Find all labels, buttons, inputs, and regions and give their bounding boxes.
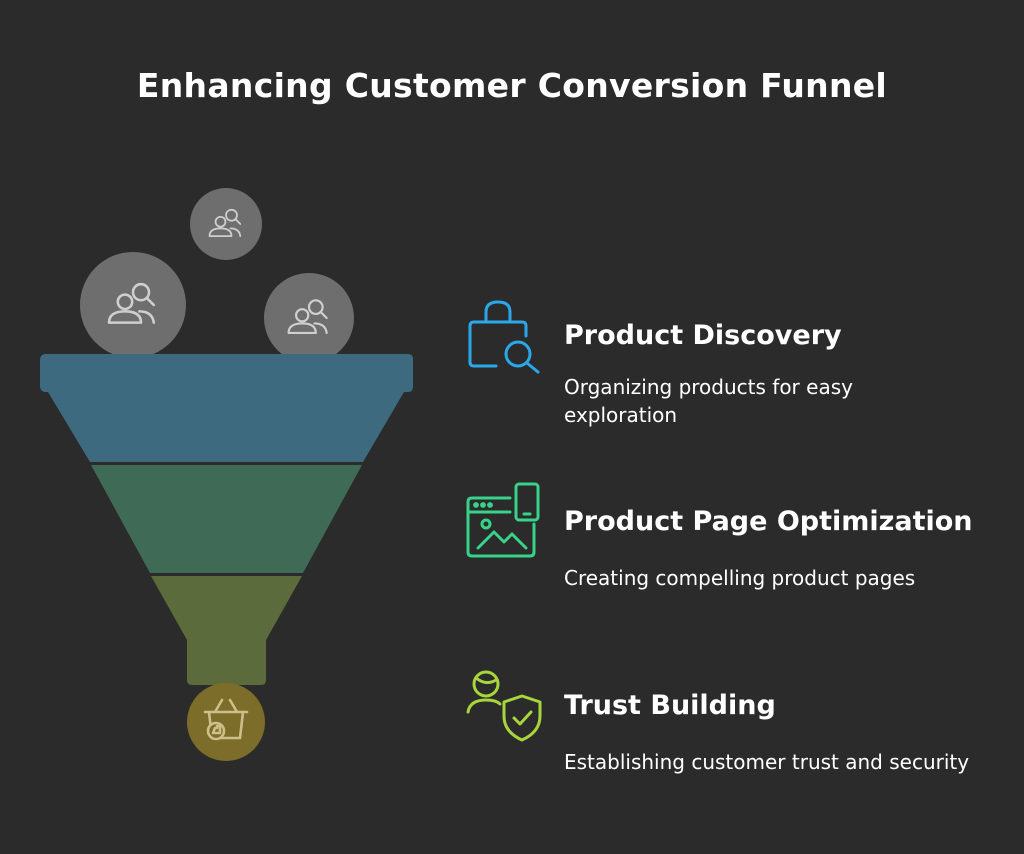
stage-title: Product Page Optimization xyxy=(564,506,973,537)
funnel-tier-1 xyxy=(40,354,413,462)
people-search-icon xyxy=(107,282,156,324)
stage-title: Trust Building xyxy=(564,690,776,721)
basket-like-icon xyxy=(203,698,249,741)
bubble-large xyxy=(80,252,186,358)
funnel-tier-2 xyxy=(91,465,362,573)
stage-description: Creating compelling product pages xyxy=(564,566,916,590)
stage-description: Organizing products for easy exploration xyxy=(564,375,853,427)
stage-description: Establishing customer trust and security xyxy=(564,750,970,774)
bubble-medium xyxy=(264,273,354,363)
bubble-small xyxy=(190,188,262,260)
funnel-outlet xyxy=(187,683,265,761)
people-search-icon xyxy=(208,208,242,237)
stage-title: Product Discovery xyxy=(564,320,842,351)
browser-mobile-image-icon xyxy=(466,482,540,558)
shopping-bag-search-icon xyxy=(468,300,540,374)
funnel-tier-3 xyxy=(151,576,302,685)
people-search-icon xyxy=(287,299,328,335)
page-title: Enhancing Customer Conversion Funnel xyxy=(136,66,888,105)
user-shield-check-icon xyxy=(466,670,542,742)
